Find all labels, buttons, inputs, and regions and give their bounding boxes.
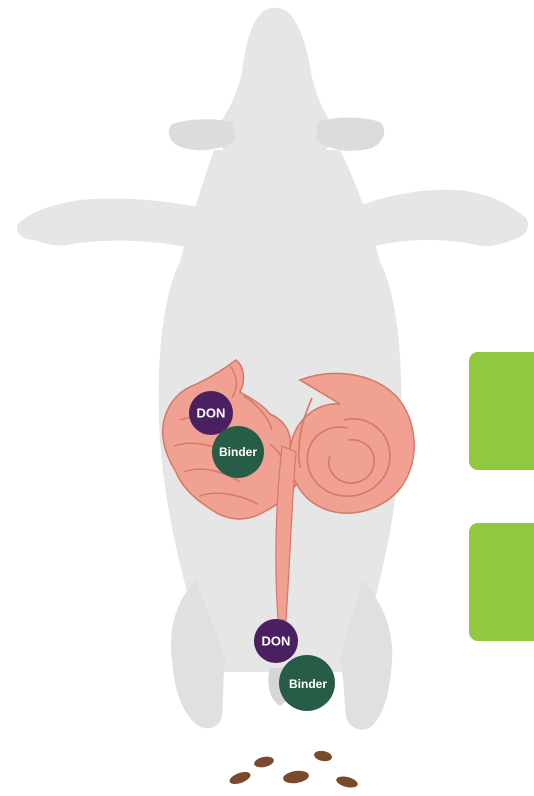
green-panel-top bbox=[469, 352, 534, 470]
feces-pellet bbox=[253, 755, 275, 769]
lower-binder-label: Binder bbox=[289, 677, 327, 691]
feces-pellet bbox=[228, 770, 252, 787]
feces-icon bbox=[228, 750, 359, 790]
feces-pellet bbox=[313, 750, 332, 763]
feces-pellet bbox=[335, 774, 359, 789]
pig-front-left-leg bbox=[17, 198, 212, 250]
pig-front-right-leg bbox=[344, 190, 528, 250]
upper-don-label: DON bbox=[197, 406, 226, 421]
feces-pellet bbox=[282, 769, 309, 785]
lower-don-label: DON bbox=[262, 634, 291, 649]
green-panel-bottom bbox=[469, 523, 534, 641]
upper-binder-label: Binder bbox=[219, 445, 257, 459]
pig-right-ear bbox=[316, 118, 384, 151]
